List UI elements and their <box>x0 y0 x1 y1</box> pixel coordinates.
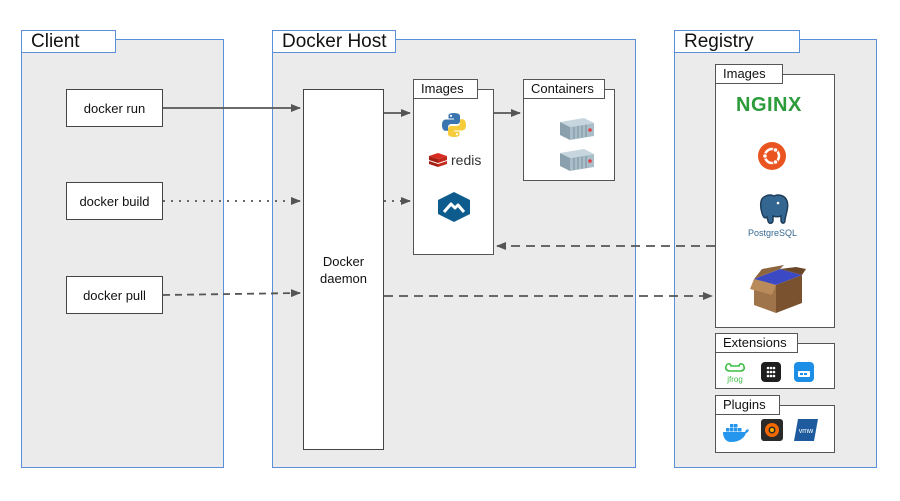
postgresql-label: PostgreSQL <box>748 228 798 238</box>
containers-title: Containers <box>523 79 605 99</box>
vmw-label: vmw <box>799 428 814 435</box>
container-icon <box>558 146 596 172</box>
plugins-title: Plugins <box>715 395 780 415</box>
jfrog-frog-icon: jfrog <box>723 361 747 385</box>
docker-run-command[interactable]: docker run <box>66 89 163 127</box>
dots-grid-icon <box>761 362 781 382</box>
postgresql-elephant-icon <box>756 191 792 227</box>
host-images-title: Images <box>413 79 478 99</box>
docker-pull-command[interactable]: docker pull <box>66 276 163 314</box>
redis-logo: redis <box>428 150 488 170</box>
docker-daemon-label: Docker daemon <box>320 253 367 286</box>
docker-build-command[interactable]: docker build <box>66 182 163 220</box>
vmware-icon: vmw <box>794 419 818 441</box>
docker-hub-icon <box>794 362 814 382</box>
nginx-logo: NGINX <box>736 94 802 116</box>
grafana-icon <box>761 419 783 441</box>
redis-icon <box>429 153 447 167</box>
docker-daemon[interactable]: Docker daemon <box>303 89 384 450</box>
registry-title: Registry <box>674 30 800 53</box>
docker-host-title: Docker Host <box>272 30 396 53</box>
python-icon <box>440 111 468 139</box>
ubuntu-icon <box>757 141 787 171</box>
jfrog-label: jfrog <box>726 375 743 384</box>
container-icon <box>558 115 596 141</box>
docker-whale-icon <box>722 421 750 443</box>
registry-images-title: Images <box>715 64 783 84</box>
mountain-logo-icon <box>436 191 472 223</box>
cardboard-box-icon <box>750 265 806 315</box>
extensions-title: Extensions <box>715 333 798 353</box>
redis-label: redis <box>451 152 482 168</box>
client-title: Client <box>21 30 116 53</box>
